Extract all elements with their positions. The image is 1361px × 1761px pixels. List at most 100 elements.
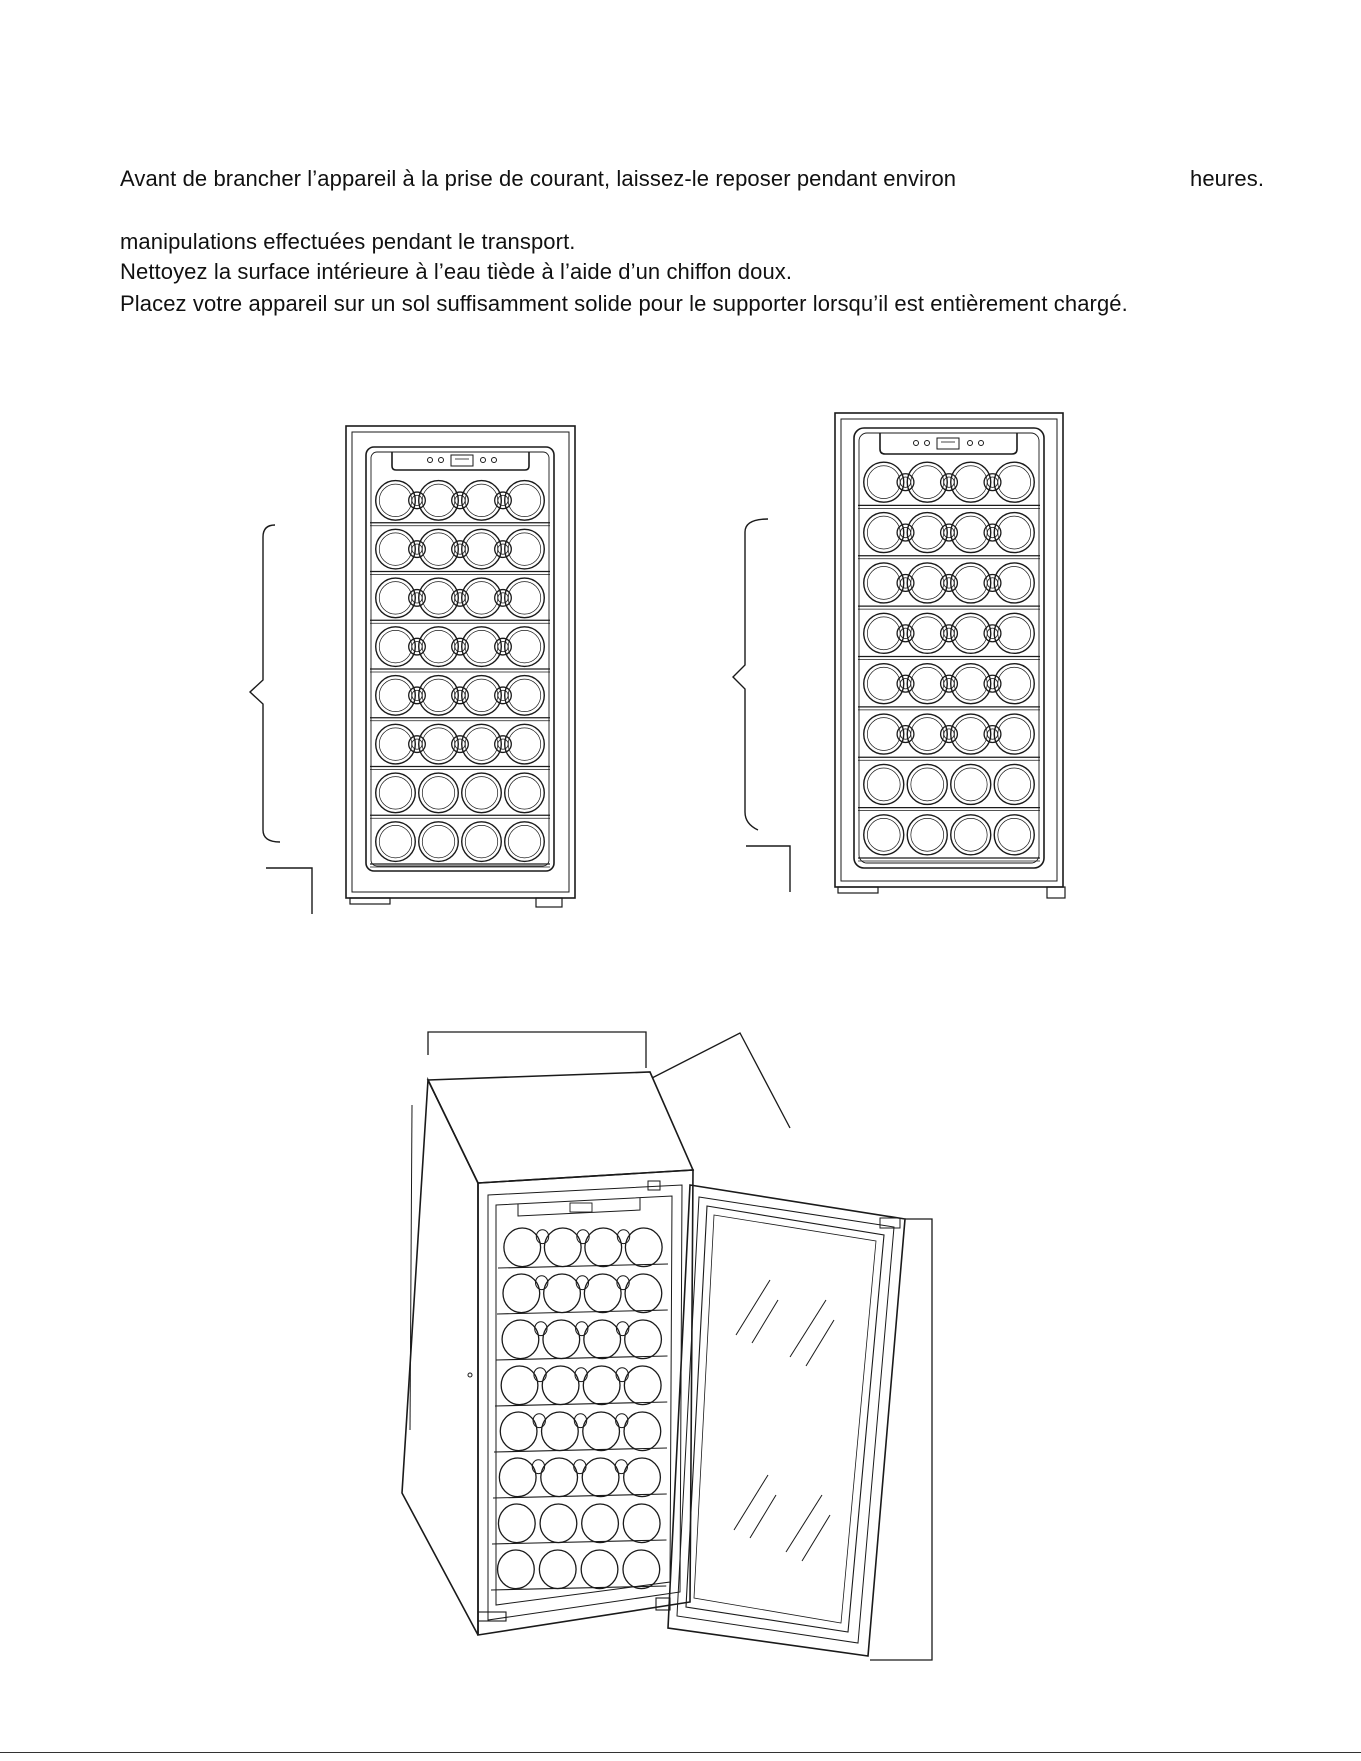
bottle-neck — [451, 637, 469, 656]
bottle-base — [504, 479, 545, 521]
shelf-rail — [492, 1493, 667, 1499]
bottle-neck — [983, 624, 1002, 643]
bottle-base — [375, 479, 416, 521]
bottle-base — [993, 763, 1035, 806]
bottle-base-inner — [378, 483, 413, 517]
bottle-cap — [986, 728, 999, 740]
bottle-neck — [451, 735, 469, 754]
page-bottom-rule — [0, 1752, 1361, 1753]
bottle-neck — [494, 588, 512, 607]
bottle-cap — [986, 627, 999, 639]
bottle-base — [503, 1227, 542, 1268]
bottle-base-inner — [953, 666, 988, 701]
bottle-base-inner — [421, 483, 456, 517]
bottle-cap — [943, 526, 955, 539]
bottle-base-inner — [953, 465, 988, 499]
bottle-base — [906, 763, 948, 806]
bottle-neck — [896, 473, 915, 492]
bottle-neck — [896, 624, 915, 643]
perspective-view — [401, 1031, 933, 1661]
bottle-cap — [454, 689, 466, 701]
bottle-neck — [575, 1275, 590, 1291]
bottle-base-inner — [464, 581, 499, 615]
bottle-cap — [986, 526, 999, 539]
bottle-neck — [573, 1459, 587, 1475]
instruction-line-1-end: heures. — [1190, 166, 1265, 191]
bottle-neck — [896, 523, 915, 542]
bottle-base — [863, 511, 905, 554]
bottle-cap — [454, 494, 466, 506]
bottle-cap — [986, 476, 999, 488]
bottle-neck — [615, 1321, 630, 1337]
bottle-cap — [943, 476, 955, 488]
bottle-neck — [451, 588, 469, 607]
bottle-neck — [535, 1275, 549, 1291]
bottle-base — [418, 674, 459, 716]
bottle-base — [993, 461, 1035, 503]
bottle-neck — [575, 1321, 589, 1337]
bottle-base-inner — [464, 776, 499, 810]
bottle-base — [496, 1549, 535, 1590]
height-bracket-right — [732, 518, 769, 831]
bottle-base — [863, 662, 905, 705]
bottle-base — [950, 814, 992, 856]
bottle-base-inner — [910, 566, 945, 600]
bottle-neck — [896, 573, 915, 592]
bottle-neck — [534, 1321, 548, 1337]
bottle-base — [993, 562, 1035, 604]
bottle-base — [950, 511, 992, 554]
cabinet-front — [477, 1169, 694, 1636]
open-door — [667, 1184, 906, 1657]
bottle-base — [461, 479, 502, 521]
glass-glare — [733, 1279, 835, 1562]
bottle-cap — [497, 592, 509, 604]
bottle-cap — [454, 592, 466, 604]
bottle-rows-right — [858, 461, 1040, 862]
bottle-base-inner — [953, 616, 988, 651]
bottle-base-inner — [997, 515, 1032, 550]
bottle-base — [863, 612, 905, 655]
bottle-neck — [531, 1459, 546, 1475]
bottle-base-inner — [378, 776, 413, 810]
bottle-base-inner — [866, 616, 901, 651]
bottle-cap — [943, 627, 955, 639]
bottle-base — [863, 461, 905, 503]
bottle-base — [622, 1549, 661, 1590]
bottle-cap — [454, 543, 466, 555]
bottle-base-inner — [910, 818, 945, 852]
shelf-rail — [493, 1447, 668, 1453]
bottle-base — [499, 1411, 538, 1452]
bottle-base-inner — [421, 630, 456, 664]
bottle-base-inner — [378, 678, 413, 712]
bottle-base-inner — [997, 465, 1032, 499]
bottle-base — [624, 1319, 663, 1360]
bottle-base-inner — [464, 825, 499, 859]
bottle-base — [418, 528, 459, 570]
bottle-neck — [616, 1275, 630, 1291]
bottle-base — [863, 713, 905, 755]
shelf-rail — [495, 1355, 668, 1361]
bottle-base — [375, 772, 416, 814]
front-view-right — [732, 412, 1066, 899]
bottle-base — [993, 662, 1035, 705]
bottle-base — [950, 562, 992, 604]
bottle-neck — [573, 1413, 588, 1429]
bottle-neck — [576, 1229, 590, 1245]
bottle-base-inner — [953, 566, 988, 600]
bottle-base — [504, 528, 545, 570]
bottle-base — [583, 1319, 622, 1360]
bottle-base — [622, 1503, 661, 1544]
shelf-rail — [491, 1539, 667, 1545]
bottle-cap — [899, 678, 912, 690]
bottle-base — [863, 814, 905, 856]
bottle-neck — [494, 540, 512, 559]
bottle-rows-left — [370, 479, 550, 868]
bottle-base-inner — [910, 616, 945, 651]
bottle-base-inner — [378, 581, 413, 615]
bottle-base — [418, 772, 459, 814]
bottle-base-inner — [866, 465, 901, 499]
bottle-base-inner — [421, 825, 456, 859]
bottle-base — [863, 562, 905, 604]
bottle-base-inner — [507, 581, 542, 615]
